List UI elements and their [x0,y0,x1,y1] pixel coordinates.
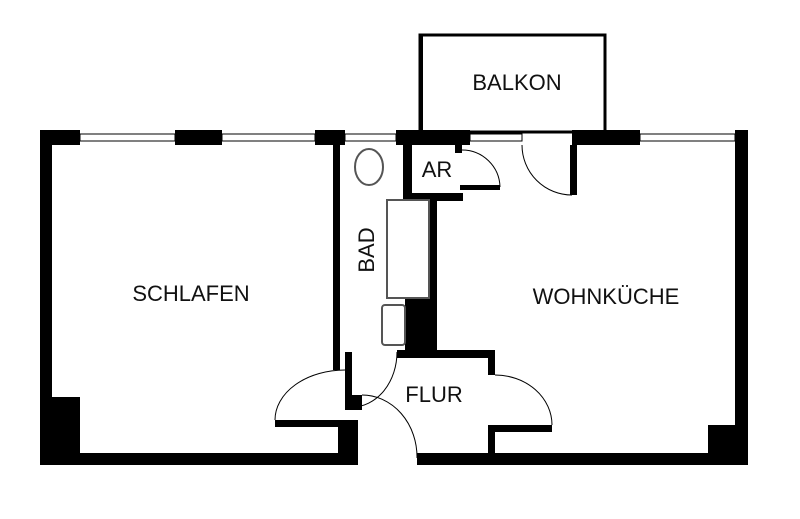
window [639,133,736,142]
flur-kitchen-door [494,374,553,426]
room-label-bad: BAD [354,227,379,272]
schlafen-door [274,369,346,421]
entry-door [361,394,418,459]
room-label-ar: AR [422,157,453,182]
window [344,133,397,142]
room-label-flur: FLUR [405,382,462,407]
fixtures [354,148,430,346]
room-label-balkon: BALKON [472,70,561,95]
window [469,133,523,142]
bad-door [351,351,398,408]
walls [40,35,748,465]
doors [274,144,573,459]
toilet [354,148,384,186]
ar-door [461,149,501,188]
window [221,133,316,142]
room-label-wohnkueche: WOHNKÜCHE [533,284,680,309]
sink [381,304,406,346]
balcony-door [521,144,573,196]
window [79,133,176,142]
room-label-schlafen: SCHLAFEN [132,281,249,306]
bathtub [386,199,430,299]
